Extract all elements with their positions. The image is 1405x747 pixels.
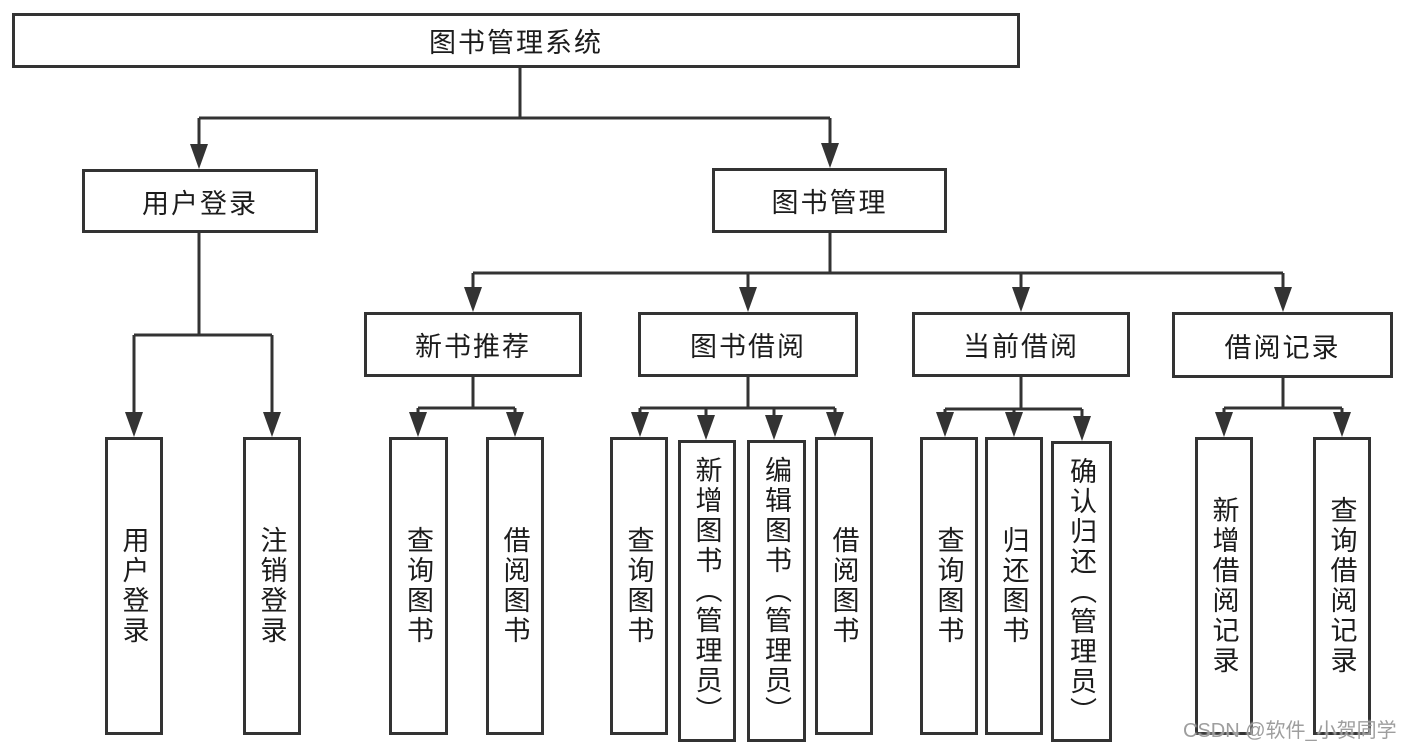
connector-root (197, 68, 832, 150)
csdn-watermark: CSDN @软件_小贺同学 (1183, 720, 1397, 742)
node-label: 图书管理 (771, 188, 888, 218)
node-label: 借阅记录 (1224, 332, 1341, 363)
node-user-login: 用户登录 (82, 169, 318, 233)
node-current-borrow: 当前借阅 (912, 312, 1130, 377)
connector-records (1222, 378, 1344, 418)
leaf-add-borrow-record: 新增借阅记录 (1195, 437, 1253, 735)
leaf-label: 用户登录 (118, 526, 149, 646)
connector-user-login (132, 233, 274, 418)
leaf-label: 新增图书（管理员） (691, 456, 722, 726)
leaf-label: 查询图书 (403, 526, 433, 646)
node-label: 新书推荐 (415, 332, 531, 362)
node-book-borrow: 图书借阅 (638, 312, 858, 377)
leaf-return-book: 归还图书 (985, 437, 1043, 735)
leaf-query-borrow-record: 查询借阅记录 (1313, 437, 1371, 735)
node-borrow-records: 借阅记录 (1172, 312, 1393, 378)
arrowheads (125, 143, 1351, 441)
leaf-edit-book-admin: 编辑图书（管理员） (747, 440, 806, 742)
leaf-label: 确认归还（管理员） (1066, 456, 1096, 727)
leaf-logout: 注销登录 (243, 437, 301, 735)
leaf-label: 查询图书 (933, 526, 964, 646)
node-label: 图书管理系统 (429, 28, 603, 58)
leaf-label: 借阅图书 (828, 526, 859, 646)
leaf-query-books-2: 查询图书 (610, 437, 668, 735)
leaf-query-books-3: 查询图书 (920, 437, 978, 735)
leaf-query-books-1: 查询图书 (389, 437, 448, 735)
leaf-label: 归还图书 (998, 526, 1029, 646)
leaf-label: 新增借阅记录 (1208, 496, 1239, 676)
leaf-label: 注销登录 (256, 526, 287, 646)
leaf-label: 查询借阅记录 (1326, 496, 1357, 676)
node-label: 当前借阅 (963, 332, 1079, 362)
node-label: 用户登录 (142, 188, 258, 219)
leaf-label: 编辑图书（管理员） (761, 456, 791, 726)
leaf-borrow-books-1: 借阅图书 (486, 437, 544, 735)
node-label: 图书借阅 (690, 332, 806, 362)
leaf-add-book-admin: 新增图书（管理员） (678, 440, 736, 742)
node-book-management: 图书管理 (712, 168, 947, 233)
leaf-borrow-books-2: 借阅图书 (815, 437, 873, 735)
connector-borrow (638, 377, 837, 421)
node-new-book-recommend: 新书推荐 (364, 312, 582, 377)
leaf-label: 借阅图书 (499, 526, 530, 646)
leaf-confirm-return-admin: 确认归还（管理员） (1051, 441, 1112, 742)
node-library-system: 图书管理系统 (12, 13, 1020, 68)
leaf-label: 查询图书 (623, 526, 654, 646)
connector-book-mgmt (471, 233, 1285, 293)
connector-new-rec (416, 377, 517, 418)
leaf-user-login: 用户登录 (105, 437, 163, 735)
